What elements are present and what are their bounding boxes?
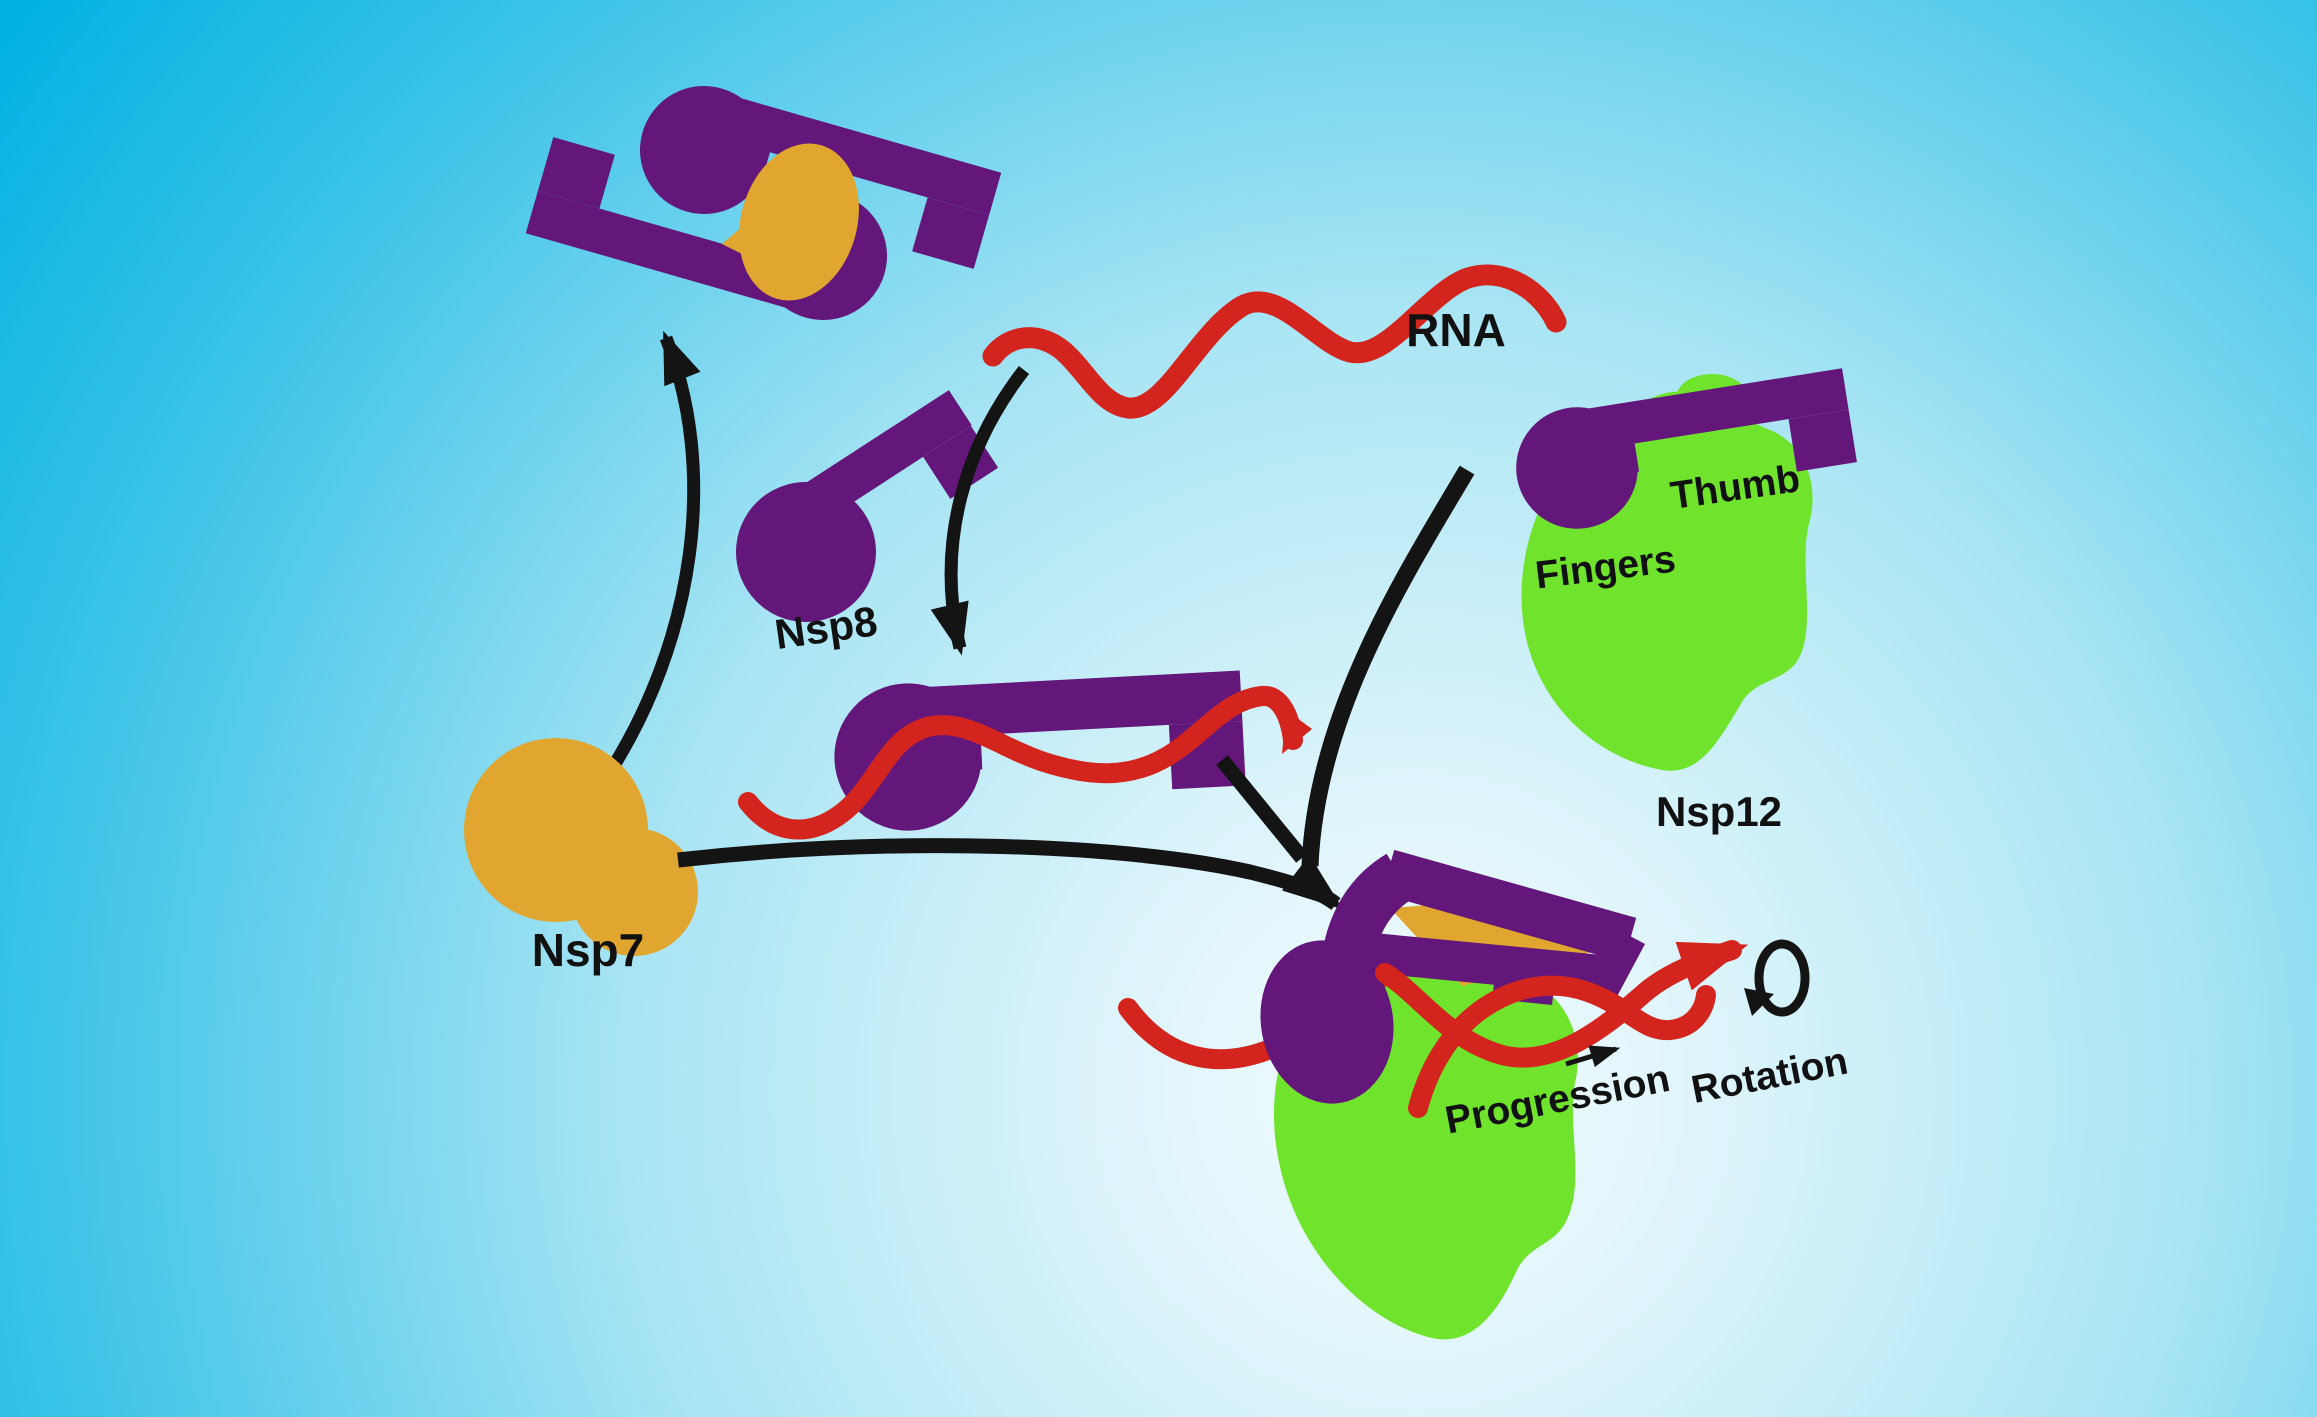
- rna-strand-icon: [1375, 940, 1749, 1068]
- nsp12-label: Nsp12: [1656, 788, 1782, 835]
- nsp8-rod-icon: [1583, 928, 1645, 1004]
- assembly-arrow-nsp7-to-complex: [600, 330, 701, 782]
- rotation-label: Rotation: [1688, 1040, 1851, 1112]
- rotation-arrowhead-icon: [1744, 988, 1774, 1016]
- rna-strand-icon: [1408, 975, 1716, 1118]
- nsp7-protein: Nsp7: [464, 738, 698, 976]
- nsp8-nsp7-nsp8-complex: [524, 70, 1003, 336]
- rna-wave-icon: [982, 264, 1567, 419]
- nsp8-rod-icon: [1381, 849, 1637, 963]
- nsp12-protein: Thumb Fingers Nsp12: [1507, 364, 1861, 835]
- nsp7-label: Nsp7: [532, 924, 644, 976]
- assembly-arrow-nsp12-to-final: [1301, 465, 1475, 867]
- rna-label: RNA: [1406, 304, 1506, 356]
- assembly-arrow-nsp8rna-to-final: [1216, 755, 1308, 863]
- nsp8-rna-complex: [738, 665, 1312, 840]
- nsp8-free: Nsp8: [709, 380, 1019, 658]
- replication-complex: Progression Rotation: [1118, 849, 1851, 1340]
- nsp8-rod-icon: [1340, 930, 1614, 996]
- rna-wave-icon: [738, 686, 1303, 840]
- nsp7-protein-icon: [739, 143, 859, 301]
- assembly-arrow-rna-to-nsp8: [930, 366, 1030, 656]
- assembly-arrow-nsp7-to-final: [677, 838, 1344, 911]
- nsp7-lobe-icon: [570, 828, 698, 956]
- progression-arrow-icon: [1565, 1045, 1621, 1068]
- rotation-arrow-icon: [1754, 939, 1810, 1017]
- rna-strand-free: RNA: [982, 264, 1567, 419]
- rna-end-icon: [1282, 710, 1312, 754]
